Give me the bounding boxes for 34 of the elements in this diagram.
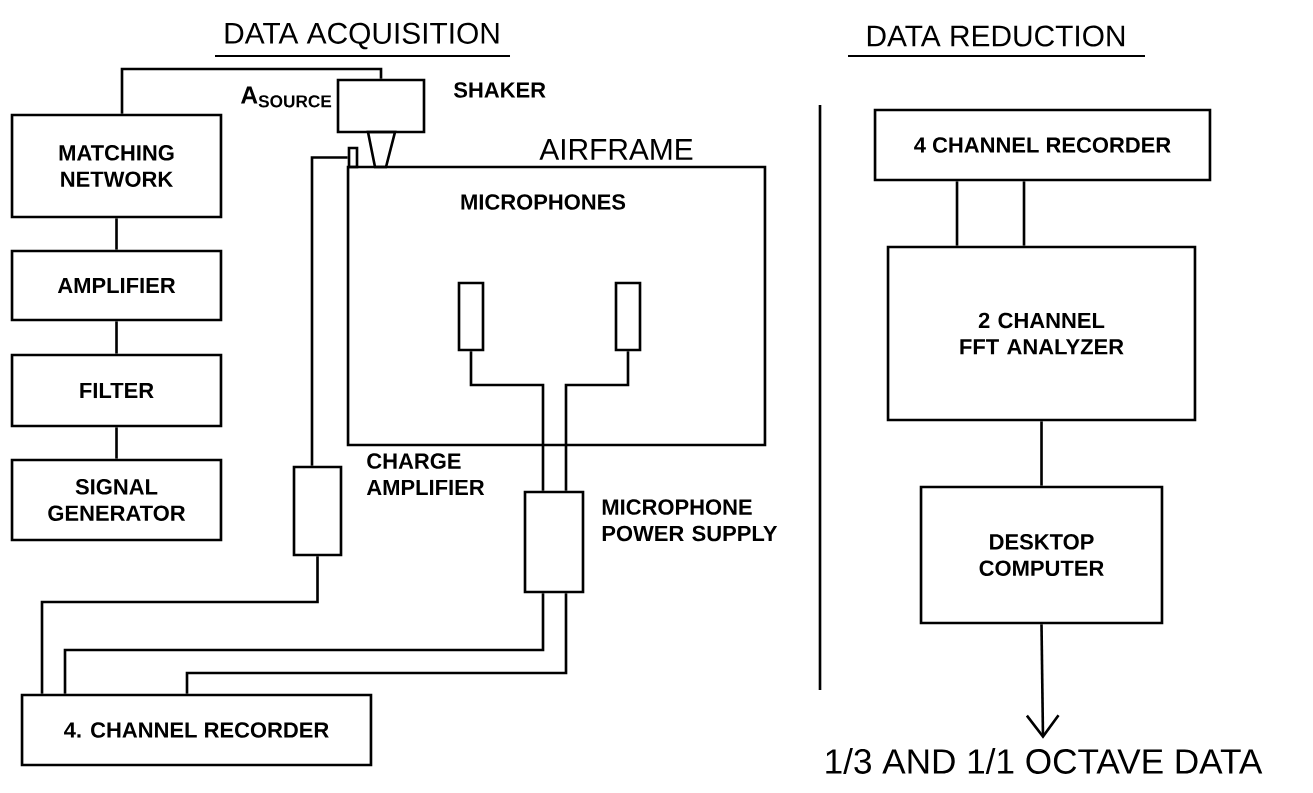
connector-line — [1022, 181, 1026, 246]
part-label: MICROPHONES — [461, 194, 626, 210]
section-heading: DATA REDUCTION — [848, 25, 1145, 58]
section-heading: DATA ACQUISITION — [215, 22, 510, 58]
connector-line — [40, 556, 319, 694]
connector-line — [63, 593, 545, 694]
connector-line — [115, 427, 118, 459]
accelerometer-box — [347, 146, 359, 169]
box-heading: AIRFRAME — [539, 139, 693, 160]
connector-line — [469, 351, 545, 491]
output-text: 1/3 AND 1/1 OCTAVE DATA — [826, 748, 1263, 774]
part-label: CHARGE AMPLIFIER — [366, 453, 485, 495]
connector-line — [120, 67, 383, 114]
process-box: SIGNAL GENERATOR — [10, 458, 223, 542]
microphone-box — [457, 281, 485, 352]
recorder-box: 4 CHANNEL RECORDER — [873, 108, 1212, 182]
connector-line — [115, 321, 118, 354]
computer-box: DESKTOP COMPUTER — [919, 485, 1164, 625]
connector-line — [310, 156, 348, 466]
process-box: MATCHING NETWORK — [10, 113, 223, 219]
connector-line — [115, 218, 118, 250]
recorder-box: 4. CHANNEL RECORDER — [20, 693, 373, 767]
microphone-box — [614, 281, 642, 352]
part-label: MICROPHONE POWER SUPPLY — [602, 499, 778, 542]
connector-line — [185, 593, 568, 694]
arrow — [1025, 624, 1060, 739]
process-box: AMPLIFIER — [10, 249, 223, 322]
connector-line — [564, 351, 630, 491]
connector-line — [955, 181, 959, 246]
symbol-label: A$_{SOURCE}$ — [241, 86, 332, 108]
analyzer-box: 2 CHANNEL FFT ANALYZER — [886, 245, 1197, 422]
process-box: FILTER — [10, 353, 223, 428]
part-label: SHAKER — [453, 82, 546, 98]
connector-line — [1040, 421, 1043, 486]
